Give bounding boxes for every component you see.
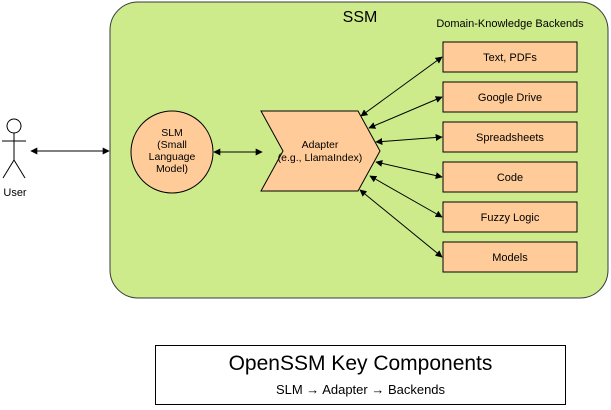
slm-label-line: Language bbox=[149, 151, 196, 163]
caption-title: OpenSSM Key Components bbox=[228, 352, 493, 375]
slm-circle bbox=[130, 110, 214, 194]
caption-box: OpenSSM Key Components SLM → Adapter → B… bbox=[155, 345, 566, 405]
user-label: User bbox=[3, 187, 27, 199]
backend-label: Code bbox=[497, 172, 523, 184]
slm-label-line: SLM bbox=[161, 127, 183, 139]
slm-label-line: Model) bbox=[156, 163, 188, 175]
user-figure-icon bbox=[2, 118, 26, 179]
backend-label: Models bbox=[492, 252, 528, 264]
caption-subtitle: SLM → Adapter → Backends bbox=[275, 382, 446, 397]
backend-arrows bbox=[359, 56, 443, 258]
backend-label: Text, PDFs bbox=[483, 52, 537, 64]
adapter-shape bbox=[260, 110, 381, 192]
adapter-label-line: Adapter bbox=[302, 139, 339, 151]
slm-label-line: (Small bbox=[157, 139, 187, 151]
adapter-backend-arrow bbox=[375, 133, 443, 146]
backend-box bbox=[442, 121, 578, 153]
backend-box bbox=[442, 81, 578, 113]
adapter-backend-arrow bbox=[368, 96, 443, 129]
backend-label: Google Drive bbox=[478, 92, 542, 104]
backends-header: Domain-Knowledge Backends bbox=[436, 18, 584, 30]
backend-box bbox=[442, 201, 578, 233]
adapter-label-line: (e.g., LlamaIndex) bbox=[278, 152, 363, 164]
backend-box bbox=[442, 161, 578, 193]
adapter-backend-arrow bbox=[375, 159, 443, 180]
backend-box bbox=[442, 241, 578, 273]
adapter-backend-arrow bbox=[359, 189, 443, 258]
ssm-title: SSM bbox=[343, 9, 378, 26]
backend-label: Spreadsheets bbox=[476, 132, 544, 144]
backend-label: Fuzzy Logic bbox=[481, 212, 540, 224]
adapter-label: Adapter(e.g., LlamaIndex) bbox=[278, 139, 363, 164]
backend-box bbox=[442, 41, 578, 73]
